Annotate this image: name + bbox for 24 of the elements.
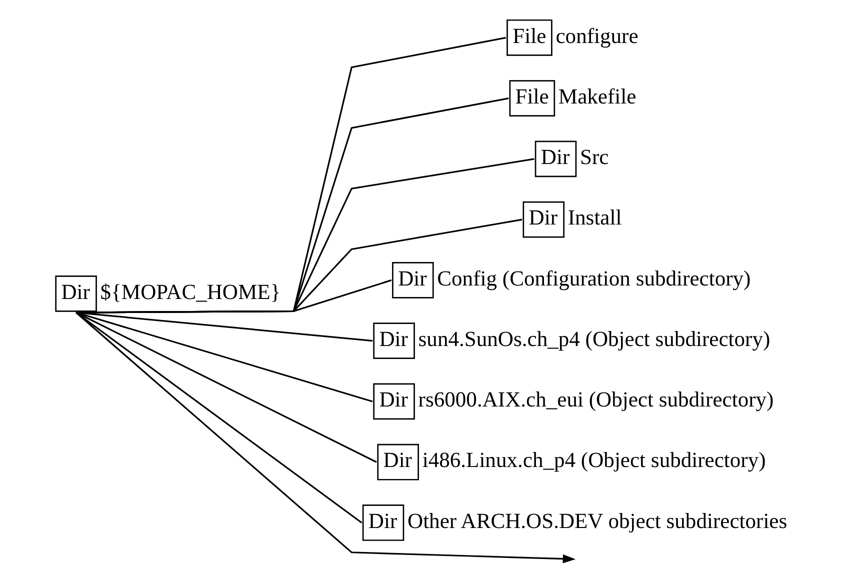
node-label: i486.Linux.ch_p4 (Object subdirectory) [422,448,766,472]
connector [75,312,372,402]
node-box: Dir [392,262,434,298]
node-label: Src [580,145,608,170]
node-label: rs6000.AIX.ch_eui (Object subdirectory) [418,388,774,412]
connector [75,312,362,524]
node-label: sun4.SunOs.ch_p4 (Object subdirectory) [418,326,770,351]
node-label: ${MOPAC_HOME} [100,280,280,304]
node-label: Other ARCH.OS.DEV object subdirectories [407,508,787,533]
connector [75,312,376,463]
node-label: Install [567,206,622,230]
node-box: Dir [362,504,404,541]
node-box: Dir [522,201,564,238]
node-box: Dir [372,383,414,420]
node-box: Dir [534,140,576,178]
arrow [75,312,576,564]
node-box: Dir [54,275,96,312]
node-box: Dir [376,444,418,480]
node-label: configure [555,24,638,48]
node-box: Dir [372,322,414,360]
node-box: File [506,19,552,56]
node-label: Config (Configuration subdirectory) [436,266,750,290]
node-box: File [508,80,555,116]
node-label: Makefile [558,84,636,108]
